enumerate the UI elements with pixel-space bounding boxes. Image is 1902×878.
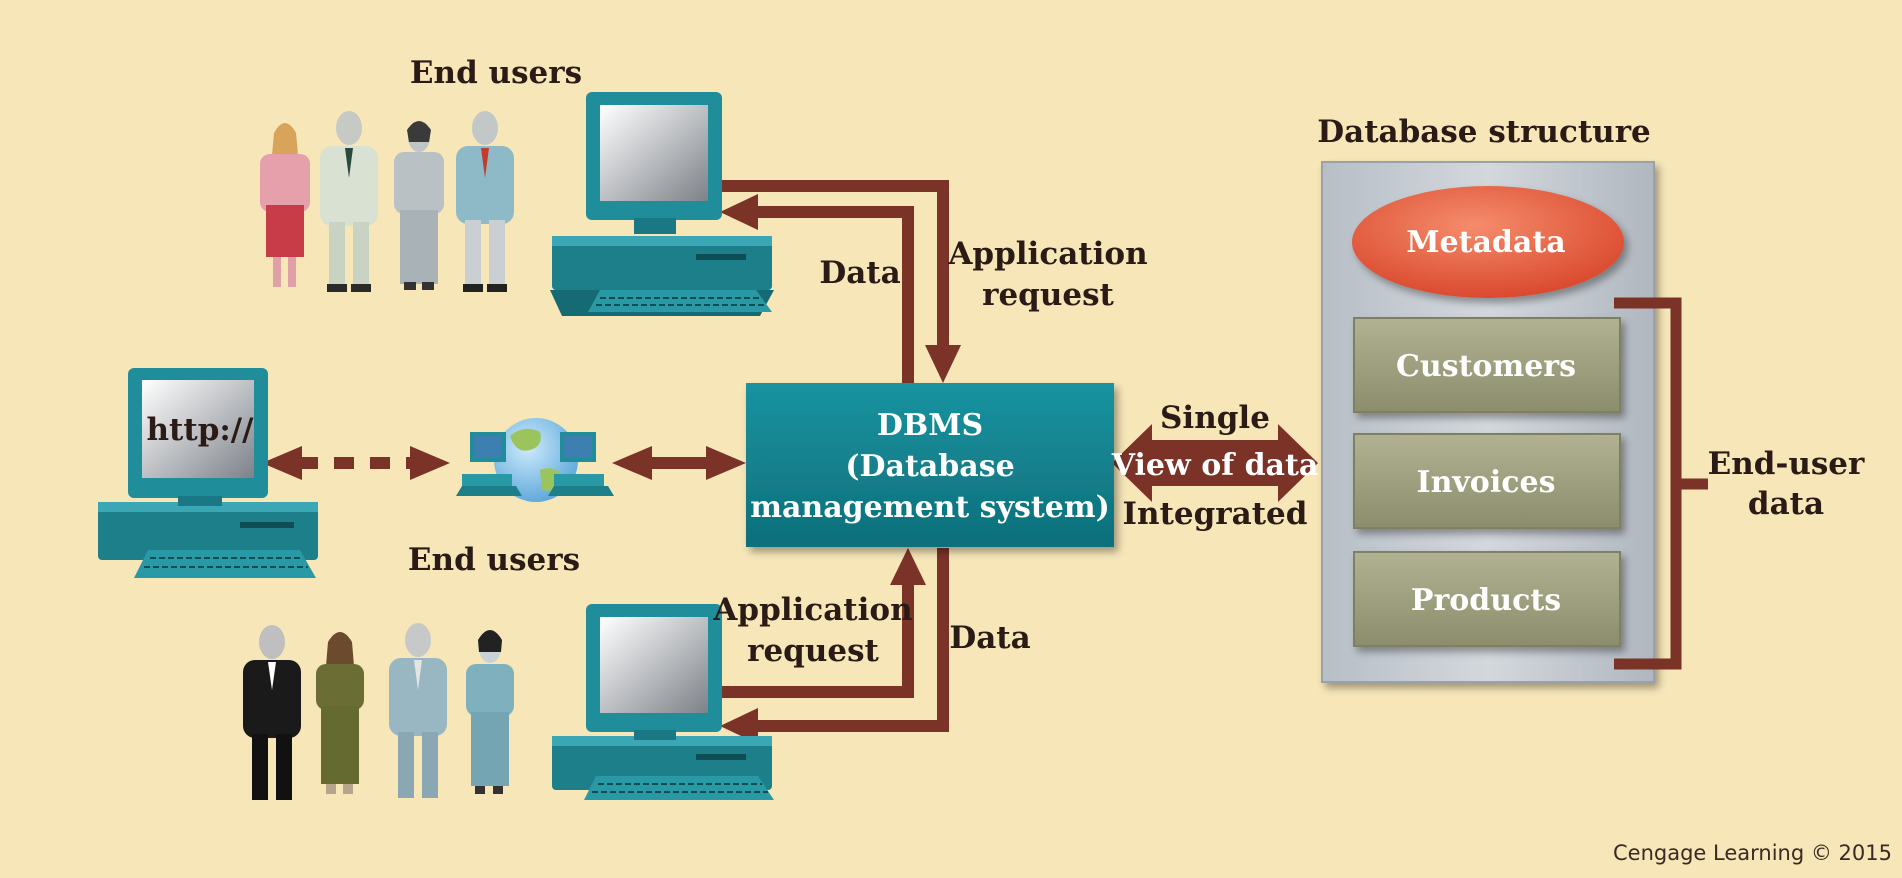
computer-icon: [548, 432, 614, 496]
keyboard-icon: [584, 776, 774, 800]
data-label-top: Data: [819, 255, 900, 291]
computer-icon-web: http://: [98, 368, 318, 578]
table-products-label: Products: [1411, 583, 1561, 618]
single-label: Single: [1160, 400, 1270, 436]
metadata-ellipse: Metadata: [1352, 186, 1624, 298]
application-request-arrow-top: [720, 180, 949, 350]
person-icon: [466, 630, 514, 794]
dbms-box: DBMS (Database management system): [746, 383, 1114, 547]
person-icon: [394, 121, 444, 290]
dbms-subtitle-line2: management system): [750, 490, 1110, 525]
application-request-label-bottom-line1: Application: [712, 592, 912, 628]
table-customers-label: Customers: [1396, 349, 1576, 384]
arrowhead-left: [720, 708, 758, 744]
integrated-view-arrow: [1112, 424, 1318, 502]
end-users-group-bottom: [243, 623, 514, 800]
keyboard-icon: [134, 550, 316, 578]
credit-text: Cengage Learning © 2015: [1613, 841, 1892, 865]
table-products: Products: [1353, 551, 1621, 647]
end-user-data-label-line1: End-user: [1708, 446, 1865, 482]
end-user-data-bracket: [1614, 297, 1708, 670]
integrated-label: Integrated: [1123, 496, 1308, 532]
computer-icon: [456, 432, 522, 496]
arrowhead-right: [410, 446, 450, 480]
table-invoices: Invoices: [1353, 433, 1621, 529]
application-request-label-top-line1: Application: [947, 236, 1147, 272]
person-icon: [260, 123, 310, 287]
application-request-label-bottom-line2: request: [747, 633, 879, 669]
data-label-bottom: Data: [949, 620, 1030, 656]
arrowhead-up: [890, 548, 926, 585]
person-icon: [243, 625, 301, 800]
metadata-label: Metadata: [1406, 225, 1565, 260]
dbms-subtitle-line1: (Database: [845, 449, 1014, 484]
table-customers: Customers: [1353, 317, 1621, 413]
arrowhead-left: [612, 446, 652, 480]
data-arrow-bottom: [752, 548, 949, 732]
dbms-title: DBMS: [877, 408, 983, 443]
person-icon: [320, 111, 378, 292]
http-label: http://: [147, 412, 255, 448]
data-arrow-top: [752, 206, 914, 383]
view-of-data-label: View of data: [1111, 448, 1319, 483]
application-request-arrow-bottom: [720, 580, 914, 698]
database-container: Metadata Customers Invoices Products: [1321, 161, 1655, 683]
keyboard-icon: [588, 290, 772, 312]
network-globe-icon: [456, 418, 614, 502]
arrowhead-down: [925, 345, 961, 383]
arrowhead-left: [262, 446, 302, 480]
arrows: [262, 180, 961, 744]
end-users-label-top: End users: [410, 55, 582, 91]
table-invoices-label: Invoices: [1417, 465, 1556, 500]
computer-icon-top: [550, 92, 774, 316]
application-request-label-top-line2: request: [982, 277, 1114, 313]
person-icon: [316, 632, 364, 794]
person-icon: [456, 111, 514, 292]
end-users-group-top: [260, 111, 514, 292]
person-icon: [389, 623, 447, 798]
arrowhead-right: [706, 446, 746, 480]
end-users-label-middle: End users: [408, 542, 580, 578]
arrowhead-left: [720, 194, 758, 230]
end-user-data-label-line2: data: [1748, 486, 1824, 522]
database-structure-title: Database structure: [1317, 114, 1651, 150]
computer-icon-bottom: [552, 604, 774, 800]
